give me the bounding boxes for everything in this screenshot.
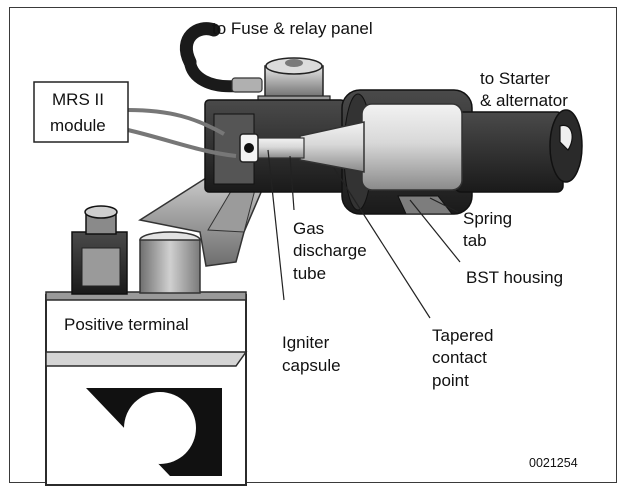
igniter-label-line1: Igniter (282, 333, 330, 352)
spring-tab-label-line2: tab (463, 231, 487, 250)
fuse-panel-cable (179, 22, 263, 93)
starter-label-line1: to Starter (480, 69, 550, 88)
starter-label-line2: & alternator (480, 91, 568, 110)
igniter-label-line2: capsule (282, 356, 341, 375)
terminal-post (139, 231, 201, 294)
spring-tab-label-line1: Spring (463, 209, 512, 228)
tapered-label-line2: contact (432, 348, 487, 367)
bst-housing-label: BST housing (466, 268, 563, 287)
mrs-module-box: MRS II module (33, 81, 129, 143)
battery-block (45, 291, 248, 486)
figure-number: 0021254 (529, 456, 578, 470)
bst-housing-leader (409, 199, 461, 263)
spring-tab-leader (429, 197, 459, 213)
mrs-label-line2: module (50, 116, 106, 135)
igniter-leader (267, 149, 285, 301)
gas-tube-label-line2: discharge (293, 241, 367, 260)
igniter-capsule (239, 133, 259, 163)
clamp-bolt (71, 205, 128, 295)
positive-terminal-label: Positive terminal (64, 315, 189, 334)
starter-cable (454, 109, 583, 193)
tapered-label-line1: Tapered (432, 326, 493, 345)
mrs-label-line1: MRS II (52, 90, 104, 109)
gas-discharge-tube (255, 103, 463, 191)
gas-tube-label-line3: tube (293, 264, 326, 283)
leader-lines (267, 149, 461, 319)
tapered-leader (333, 167, 431, 319)
gas-tube-leader (289, 155, 295, 211)
mrs-wires (127, 108, 237, 158)
tapered-label-line3: point (432, 371, 469, 390)
gas-tube-label-line1: Gas (293, 219, 324, 238)
fuse-panel-label: to Fuse & relay panel (212, 19, 373, 38)
